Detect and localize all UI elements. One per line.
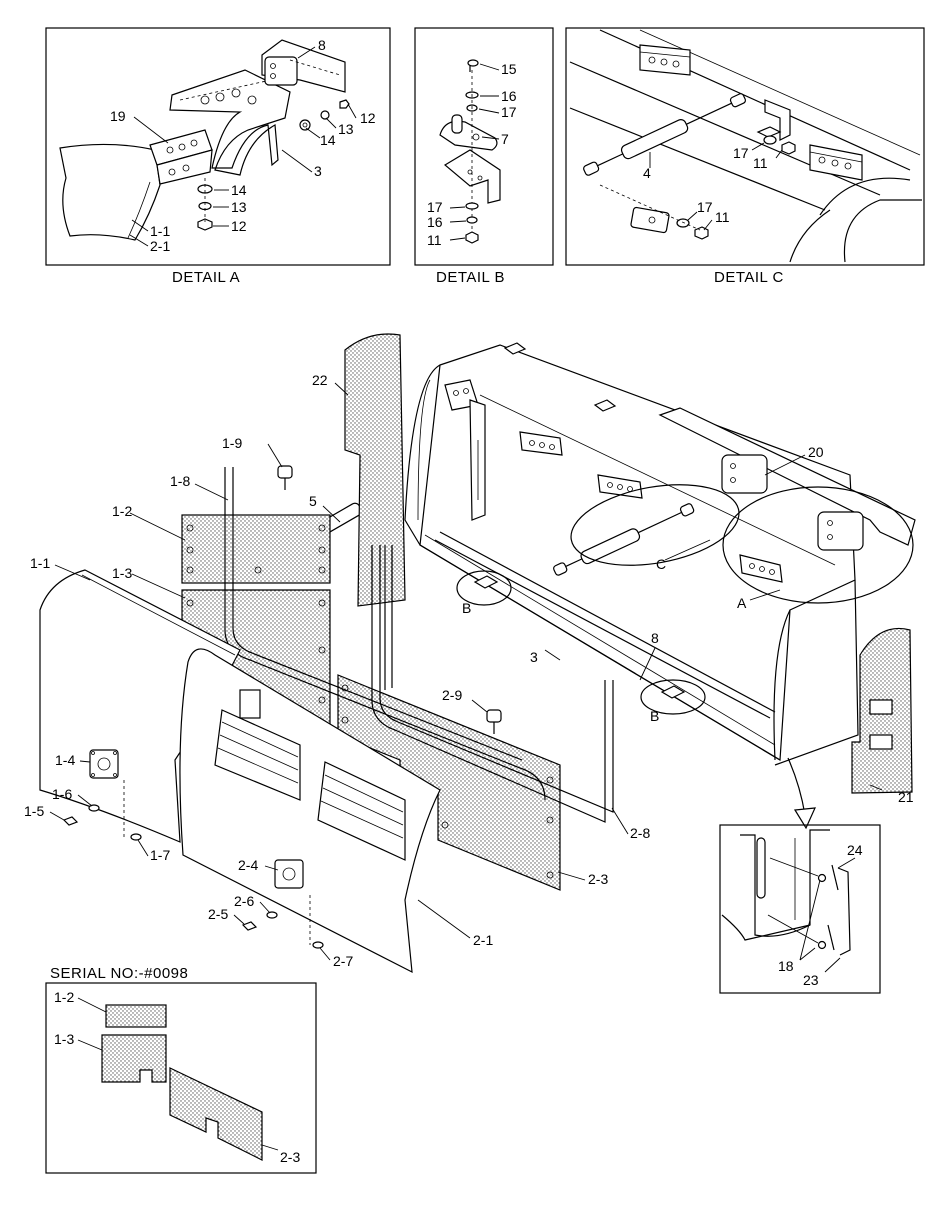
label-13-a: 13 (338, 121, 354, 137)
label-1-5: 1-5 (24, 803, 44, 819)
label-1-8: 1-8 (170, 473, 190, 489)
label-1-6: 1-6 (52, 786, 72, 802)
serial-label: SERIAL NO:-#0098 (50, 965, 188, 982)
label-3: 3 (530, 649, 538, 665)
label-2-3-serial: 2-3 (280, 1149, 300, 1165)
label-2-6: 2-6 (234, 893, 254, 909)
label-17-a: 17 (501, 104, 517, 120)
label-23: 23 (803, 972, 819, 988)
detail-c-panel: 4 17 11 17 11 DETAIL C (565, 27, 925, 286)
label-11-c: 11 (715, 209, 730, 225)
label-17-c: 17 (733, 145, 749, 161)
label-20: 20 (808, 444, 824, 460)
label-11-a: 11 (427, 232, 442, 248)
label-2-3: 2-3 (588, 871, 608, 887)
label-17-d: 17 (697, 199, 713, 215)
label-11-b: 11 (753, 155, 768, 171)
pad-1-2 (181, 514, 331, 584)
label-12-b: 12 (231, 218, 247, 234)
label-2-1-a: 2-1 (150, 238, 170, 254)
label-24: 24 (847, 842, 863, 858)
label-5: 5 (309, 493, 317, 509)
label-8: 8 (651, 630, 659, 646)
label-14-b: 14 (231, 182, 247, 198)
label-1-4: 1-4 (55, 752, 75, 768)
label-21: 21 (898, 789, 914, 805)
label-1-1: 1-1 (30, 555, 50, 571)
label-1-7: 1-7 (150, 847, 170, 863)
label-16-a: 16 (501, 88, 517, 104)
label-8-a: 8 (318, 37, 326, 53)
label-1-3: 1-3 (112, 565, 132, 581)
detail-b-title: DETAIL B (436, 269, 505, 286)
label-1-2: 1-2 (112, 503, 132, 519)
label-1-2-serial: 1-2 (54, 989, 74, 1005)
detail-a-panel: 8 19 12 13 14 3 14 13 12 1-1 2-1 DETAIL … (45, 27, 391, 286)
label-1-3-serial: 1-3 (54, 1031, 74, 1047)
label-22: 22 (312, 372, 328, 388)
callout-b-2: B (650, 708, 659, 724)
label-4: 4 (643, 165, 651, 181)
label-18: 18 (778, 958, 794, 974)
label-19: 19 (110, 108, 126, 124)
label-13-b: 13 (231, 199, 247, 215)
label-17-b: 17 (427, 199, 443, 215)
label-1-1-a: 1-1 (150, 223, 170, 239)
callout-c: C (656, 556, 666, 572)
label-1-9: 1-9 (222, 435, 242, 451)
zoom-panel-handle: 24 18 23 (719, 824, 881, 994)
label-7: 7 (501, 131, 509, 147)
callout-a: A (737, 595, 747, 611)
detail-c-title: DETAIL C (714, 269, 784, 286)
label-2-7: 2-7 (333, 953, 353, 969)
serial-inset: SERIAL NO:-#0098 1-2 1-3 2-3 (45, 965, 317, 1174)
label-2-5: 2-5 (208, 906, 228, 922)
label-3-a: 3 (314, 163, 322, 179)
label-14-a: 14 (320, 132, 336, 148)
detail-b-panel: 15 16 17 7 17 16 11 DETAIL B (414, 27, 554, 286)
label-2-4: 2-4 (238, 857, 258, 873)
label-16-b: 16 (427, 214, 443, 230)
label-2-8: 2-8 (630, 825, 650, 841)
label-2-1: 2-1 (473, 932, 493, 948)
callout-b-1: B (462, 600, 471, 616)
label-2-9: 2-9 (442, 687, 462, 703)
main-assembly: 22 1-9 1-8 5 1-2 1-3 1-1 1-4 1-6 1-5 1-7… (24, 333, 916, 974)
label-15: 15 (501, 61, 517, 77)
label-12-a: 12 (360, 110, 376, 126)
detail-a-title: DETAIL A (172, 269, 240, 286)
